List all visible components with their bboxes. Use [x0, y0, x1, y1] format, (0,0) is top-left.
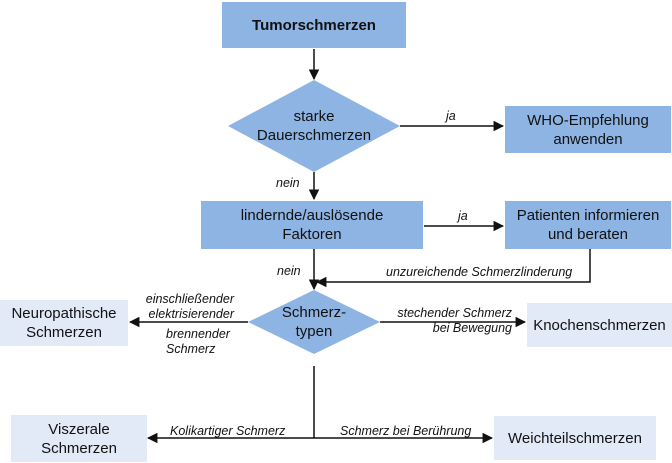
node-faktoren: lindernde/auslösende Faktoren [201, 201, 423, 249]
decision-schmerztypen-line1: Schmerz- [281, 304, 347, 321]
edge-label-knochen-line2: bei Bewegung [432, 321, 512, 335]
decision-schmerztypen-line2: typen [295, 323, 333, 340]
node-who-line2: anwenden [553, 130, 623, 148]
node-knochenschmerzen: Knochenschmerzen [527, 303, 672, 347]
edge-label-nein-2: nein [277, 264, 301, 278]
node-patienten-line2: und beraten [547, 226, 629, 243]
decision-schmerztypen-shape [248, 290, 380, 354]
node-tumorschmerzen: Tumorschmerzen [222, 2, 406, 48]
decision-dauer-line2: Dauerschmerzen [256, 127, 372, 144]
edge-label-unzureichend: unzureichende Schmerzlinderung [386, 265, 573, 279]
node-knochen-label: Knochenschmerzen [533, 316, 666, 334]
edge-label-weichteil: Schmerz bei Berührung [340, 424, 472, 438]
edge-label-ja-2: ja [458, 209, 468, 223]
node-faktoren-line2: Faktoren [282, 226, 342, 243]
edge-label-neuropath-upper: einschließender elektrisierender [128, 292, 234, 322]
node-who-empfehlung: WHO-Empfehlung anwenden [505, 106, 671, 153]
node-weichteilschmerzen: Weichteilschmerzen [494, 416, 656, 460]
node-who-line1: WHO-Empfehlung [527, 111, 649, 129]
edge-label-knochen: stechender Schmerz bei Bewegung [384, 306, 512, 336]
edge-label-neuropath-line2: elektrisierender [148, 307, 234, 321]
node-weichteil-label: Weichteilschmerzen [508, 429, 642, 447]
edge-label-neuropath-line4: Schmerz [166, 342, 216, 356]
edge-label-neuropath-lower: brennender Schmerz [166, 327, 230, 357]
decision-dauer-line1: starke [293, 108, 335, 125]
edge-label-neuropath-line3: brennender [166, 327, 230, 341]
edge-label-viszeral: Kolikartiger Schmerz [170, 424, 286, 438]
node-viszeral-line1: Viszerale [48, 420, 110, 438]
edge-label-knochen-line1: stechender Schmerz [397, 306, 512, 320]
node-neuropathisch-line1: Neuropathische [11, 305, 117, 322]
node-patienten: Patienten informieren und beraten [505, 201, 671, 249]
edge-label-ja-1: ja [446, 109, 456, 123]
node-neuropathisch-line2: Schmerzen [26, 324, 102, 341]
decision-dauer-shape [228, 80, 400, 172]
node-viszeral-line2: Schmerzen [41, 439, 117, 457]
node-viszeral: Viszerale Schmerzen [11, 415, 147, 462]
node-faktoren-line1: lindernde/auslösende [240, 207, 384, 224]
edge-label-nein-1: nein [276, 176, 300, 190]
edge-patienten-feedback [315, 249, 591, 288]
node-tumorschmerzen-label: Tumorschmerzen [252, 16, 376, 34]
node-neuropathisch: Neuropathische Schmerzen [0, 300, 128, 346]
node-patienten-line1: Patienten informieren [516, 207, 660, 224]
edge-label-neuropath-line1: einschließender [145, 292, 234, 306]
decision-dauerschmerzen: starke Dauerschmerzen [228, 80, 400, 172]
decision-schmerztypen: Schmerz- typen [248, 290, 380, 354]
